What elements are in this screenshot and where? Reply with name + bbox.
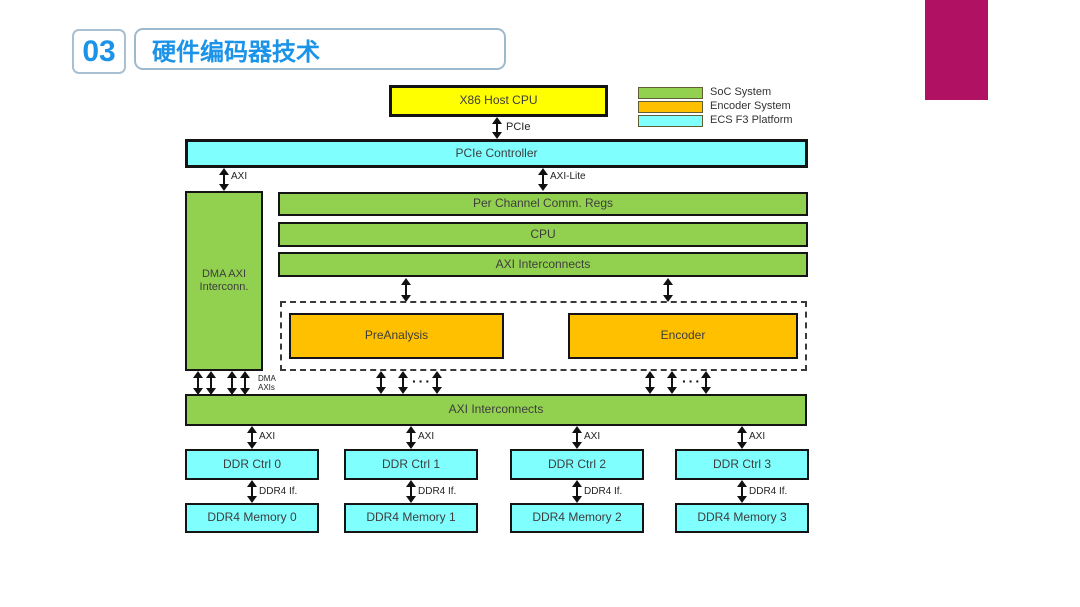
section-number: 03 [82, 34, 116, 68]
double-arrow-connector [571, 426, 583, 449]
axi-interconnects-top-label: AXI Interconnects [495, 256, 591, 271]
dma-axis-label: DMA AXIs [258, 374, 276, 392]
axi-label-ddr3: AXI [749, 431, 766, 442]
ddr4-memory-3-box: DDR4 Memory 3 [675, 503, 809, 533]
pcie-controller-label: PCIe Controller [455, 145, 538, 160]
per-channel-regs-box: Per Channel Comm. Regs [278, 192, 808, 216]
double-arrow-connector [246, 480, 258, 503]
ddr4-memory-3-label: DDR4 Memory 3 [697, 510, 787, 525]
dma-axi-interconnect-box: DMA AXI Interconn. [185, 191, 263, 371]
double-arrow-connector [537, 168, 549, 191]
x86-host-cpu-box: X86 Host CPU [389, 85, 608, 117]
dma-axis-label-line1: DMA [258, 374, 276, 383]
double-arrow-connector [491, 117, 503, 139]
double-arrow-connector [644, 371, 656, 394]
double-arrow-connector [700, 371, 712, 394]
ellipsis-encoder: ··· [682, 373, 702, 389]
page-title: 硬件编码器技术 [152, 38, 320, 66]
double-arrow-connector [192, 371, 204, 395]
double-arrow-connector [431, 371, 443, 394]
double-arrow-connector [736, 480, 748, 503]
legend-swatch-platform [638, 115, 703, 127]
ddr-ctrl-3-box: DDR Ctrl 3 [675, 449, 809, 480]
encoder-label: Encoder [660, 328, 706, 343]
pcie-controller-box: PCIe Controller [185, 139, 808, 168]
double-arrow-connector [375, 371, 387, 394]
axi-interconnects-bottom-label: AXI Interconnects [448, 402, 544, 417]
double-arrow-connector [226, 371, 238, 395]
ellipsis-preanalysis: ··· [412, 373, 432, 389]
dma-axi-interconnect-label: DMA AXI Interconn. [199, 268, 249, 293]
ddr4-if-label-0: DDR4 If. [259, 486, 298, 497]
ddr4-memory-2-box: DDR4 Memory 2 [510, 503, 644, 533]
ddr4-if-label-2: DDR4 If. [584, 486, 623, 497]
double-arrow-connector [218, 168, 230, 191]
ddr4-memory-0-label: DDR4 Memory 0 [207, 510, 297, 525]
legend-label-platform: ECS F3 Platform [710, 114, 793, 126]
ddr-ctrl-0-box: DDR Ctrl 0 [185, 449, 319, 480]
section-number-box: 03 [72, 29, 126, 74]
ddr-ctrl-2-label: DDR Ctrl 2 [547, 456, 606, 471]
ddr4-memory-2-label: DDR4 Memory 2 [532, 510, 622, 525]
ddr-ctrl-1-box: DDR Ctrl 1 [344, 449, 478, 480]
ddr-ctrl-0-label: DDR Ctrl 0 [222, 456, 281, 471]
ddr4-memory-1-box: DDR4 Memory 1 [344, 503, 478, 533]
axi-label-ddr0: AXI [259, 431, 276, 442]
ddr-ctrl-1-label: DDR Ctrl 1 [381, 456, 440, 471]
double-arrow-connector [662, 278, 674, 302]
axi-label-ddr1: AXI [418, 431, 435, 442]
encoder-system-dashed-region [280, 301, 807, 371]
x86-host-cpu-label: X86 Host CPU [459, 93, 538, 108]
double-arrow-connector [205, 371, 217, 395]
double-arrow-connector [405, 480, 417, 503]
legend-swatch-soc [638, 87, 703, 99]
preanalysis-label: PreAnalysis [364, 328, 429, 343]
double-arrow-connector [405, 426, 417, 449]
axi-left-label: AXI [231, 171, 248, 182]
legend-label-encoder: Encoder System [710, 100, 791, 112]
cpu-label: CPU [530, 226, 556, 241]
ddr-ctrl-3-label: DDR Ctrl 3 [712, 456, 771, 471]
legend-swatch-encoder [638, 101, 703, 113]
cpu-box: CPU [278, 222, 808, 247]
ddr4-if-label-1: DDR4 If. [418, 486, 457, 497]
preanalysis-box: PreAnalysis [289, 313, 504, 359]
axi-lite-label: AXI-Lite [550, 171, 586, 182]
ddr-ctrl-2-box: DDR Ctrl 2 [510, 449, 644, 480]
dma-axis-label-line2: AXIs [258, 383, 275, 392]
double-arrow-connector [400, 278, 412, 302]
legend-label-soc: SoC System [710, 86, 772, 98]
double-arrow-connector [246, 426, 258, 449]
double-arrow-connector [239, 371, 251, 395]
axi-label-ddr2: AXI [584, 431, 601, 442]
double-arrow-connector [736, 426, 748, 449]
double-arrow-connector [397, 371, 409, 394]
double-arrow-connector [571, 480, 583, 503]
pcie-link-label: PCIe [506, 121, 531, 133]
axi-interconnects-bottom-box: AXI Interconnects [185, 394, 807, 426]
slide-title-box: 硬件编码器技术 [134, 28, 506, 70]
ddr4-memory-0-box: DDR4 Memory 0 [185, 503, 319, 533]
ddr4-memory-1-label: DDR4 Memory 1 [366, 510, 456, 525]
ddr4-if-label-3: DDR4 If. [749, 486, 788, 497]
axi-interconnects-top-box: AXI Interconnects [278, 252, 808, 277]
double-arrow-connector [666, 371, 678, 394]
encoder-box: Encoder [568, 313, 798, 359]
corner-accent-rectangle [925, 0, 988, 100]
per-channel-regs-label: Per Channel Comm. Regs [472, 196, 614, 211]
